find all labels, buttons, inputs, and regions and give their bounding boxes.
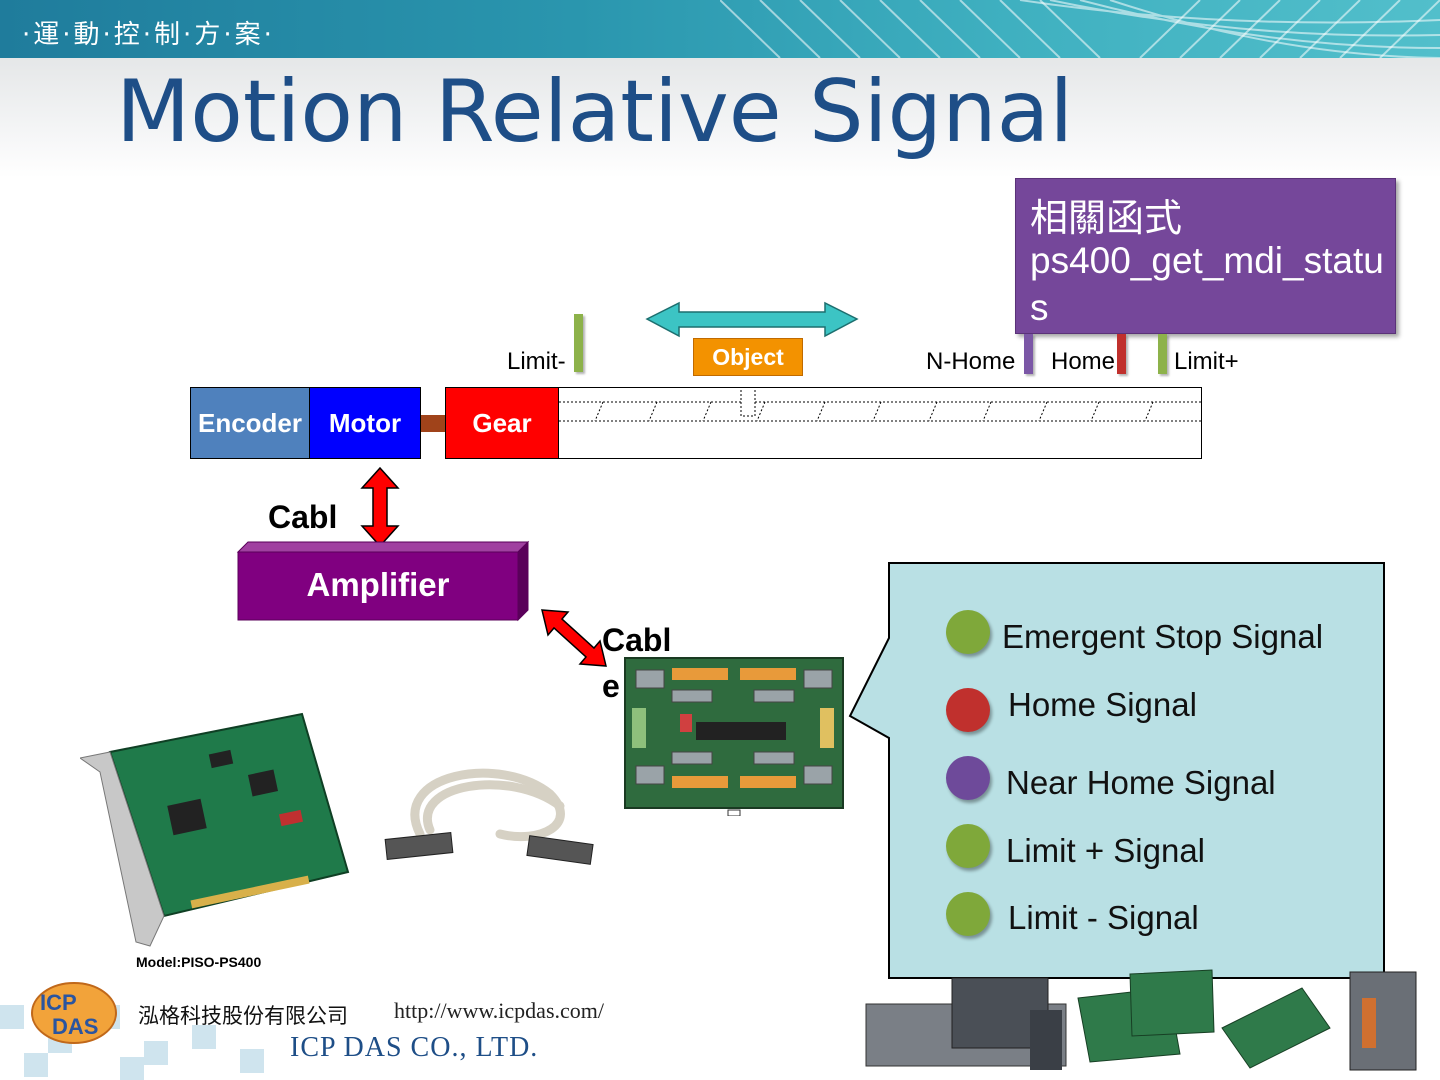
svg-text:DAS: DAS xyxy=(52,1014,98,1039)
product-lineup-image xyxy=(865,969,1417,1071)
legend-near-home: Near Home Signal xyxy=(1006,764,1276,801)
cable-label-bottom-text: Cable xyxy=(602,622,672,704)
terminal-board-image xyxy=(624,657,844,816)
cable-arrow-motor xyxy=(360,466,400,548)
lead-screw-thread xyxy=(559,383,1201,422)
company-name-cn: 泓格科技股份有限公司 xyxy=(138,1004,348,1028)
icpdas-logo: ICP DAS xyxy=(31,982,117,1044)
footer-checker-pattern xyxy=(0,1005,264,1080)
legend-limit-plus: Limit + Signal xyxy=(1006,832,1206,869)
limit-minus-label: Limit- xyxy=(507,348,566,375)
near-home-dot-icon xyxy=(946,756,990,800)
limit-plus-sensor xyxy=(1158,334,1167,374)
header-stripe-pattern xyxy=(720,0,1440,58)
legend-home: Home Signal xyxy=(1008,686,1197,723)
home-sensor xyxy=(1117,334,1126,374)
amplifier-label: Amplifier xyxy=(306,566,450,603)
home-label: Home xyxy=(1051,348,1116,375)
encoder-block: Encoder xyxy=(190,387,310,459)
limit-minus-dot-icon xyxy=(946,892,990,936)
object-label: Object xyxy=(693,338,803,376)
svg-text:ICP: ICP xyxy=(40,990,77,1015)
cable-image xyxy=(384,768,594,865)
motor-block: Motor xyxy=(309,387,421,459)
company-url[interactable]: http://www.icpdas.com/ xyxy=(394,998,604,1023)
emergent-stop-dot-icon xyxy=(946,610,990,654)
limit-plus-dot-icon xyxy=(946,824,990,868)
lead-screw-rail xyxy=(558,383,1202,459)
limit-minus-sensor xyxy=(574,314,583,372)
near-home-label: N-Home xyxy=(926,348,1016,375)
legend-limit-minus: Limit - Signal xyxy=(1008,899,1199,936)
motor-shaft xyxy=(421,415,446,432)
legend-callout xyxy=(848,562,1385,979)
cable-arrow-board xyxy=(541,609,607,667)
gear-block: Gear xyxy=(445,387,559,459)
function-box: 相關函式 ps400_get_mdi_status xyxy=(1015,178,1396,334)
travel-arrow xyxy=(645,301,859,338)
legend-emergent-stop: Emergent Stop Signal xyxy=(1002,618,1324,655)
limit-plus-label: Limit+ xyxy=(1174,348,1239,375)
function-name: ps400_get_mdi_status xyxy=(1030,240,1384,328)
company-name-en: ICP DAS CO., LTD. xyxy=(290,1032,539,1063)
function-box-heading: 相關函式 xyxy=(1030,196,1183,240)
header-bar xyxy=(0,0,1440,58)
cable-label-bottom: Cable xyxy=(602,617,682,709)
home-dot-icon xyxy=(946,688,990,732)
title-background xyxy=(0,58,1440,178)
brand-tagline: ·運·動·控·制·方·案· xyxy=(22,20,275,50)
amplifier-block xyxy=(236,540,530,622)
model-label: Model:PISO-PS400 xyxy=(136,954,262,970)
page-title: Motion Relative Signal xyxy=(116,62,1074,162)
near-home-sensor xyxy=(1024,334,1033,374)
piso-ps400-card-image xyxy=(80,712,350,947)
